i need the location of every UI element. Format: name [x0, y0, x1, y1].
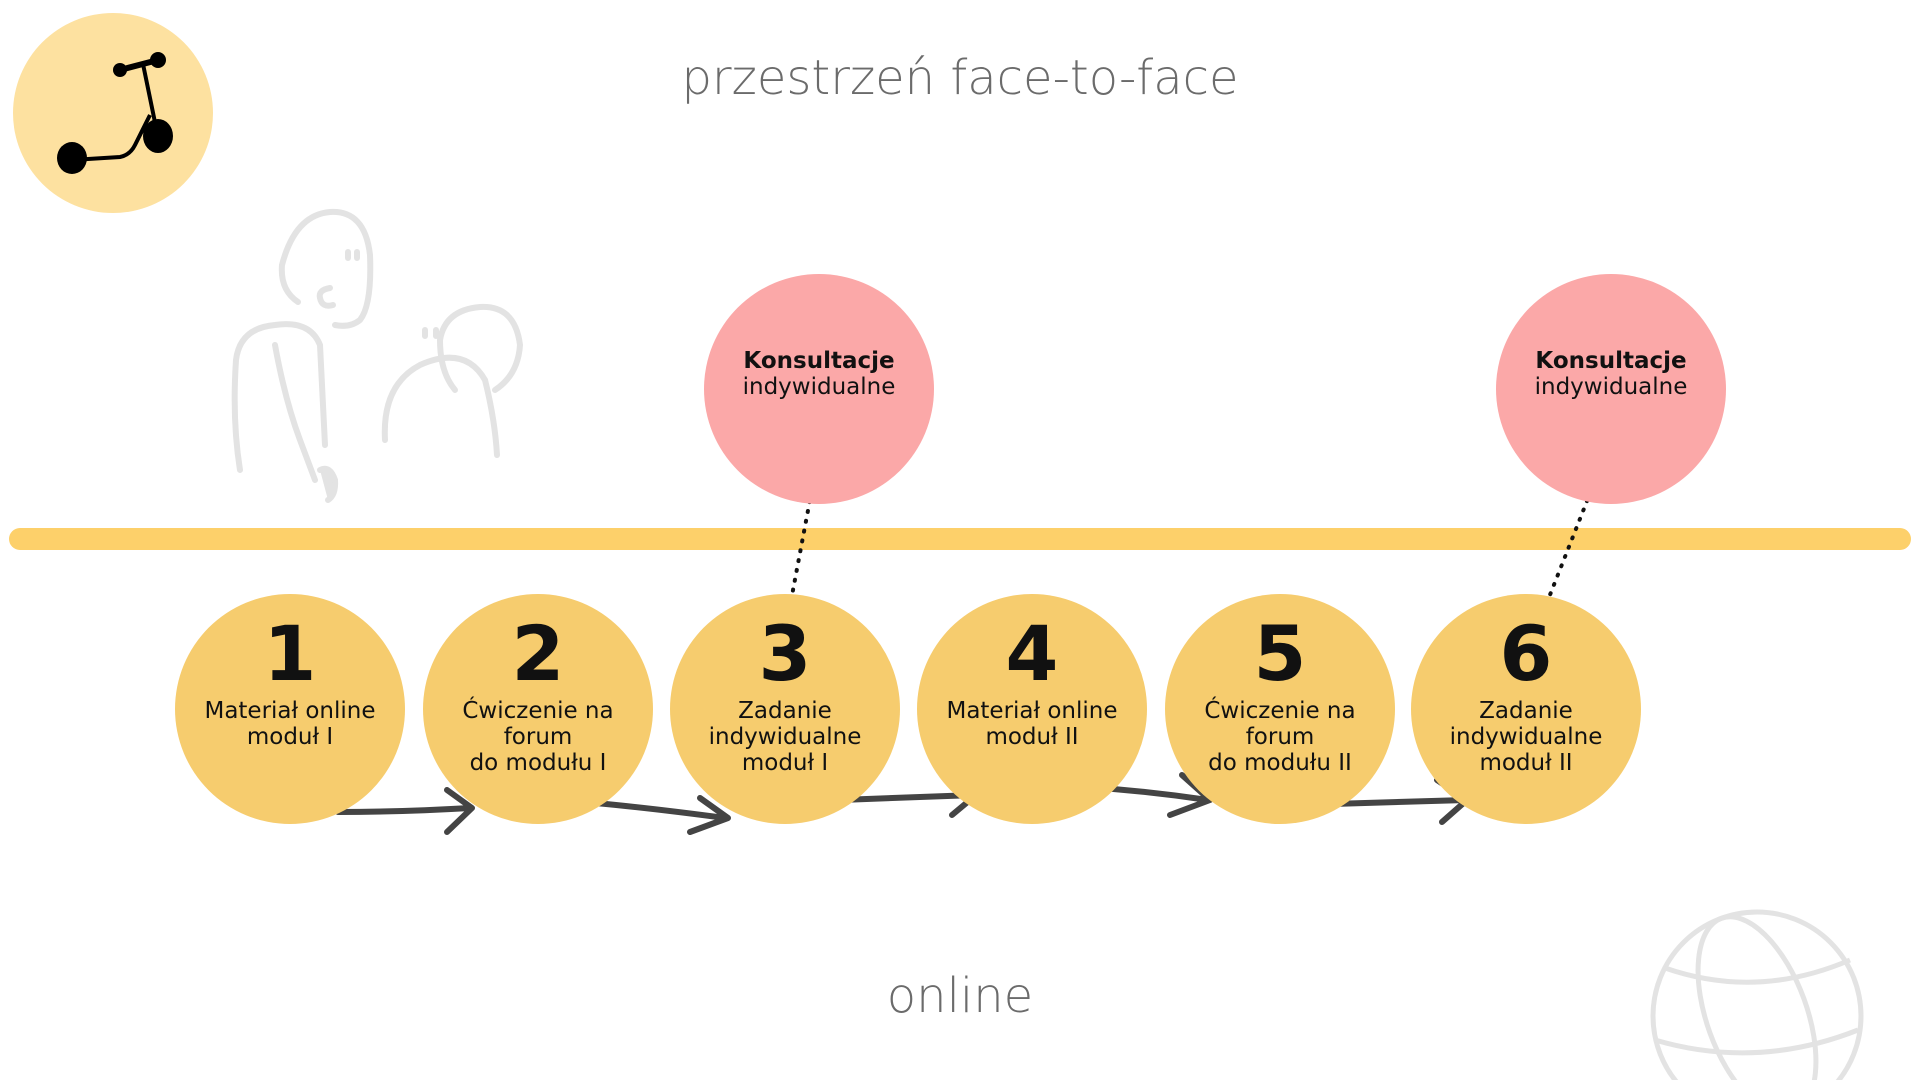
step-label-line: Materiał online	[204, 698, 376, 724]
step-label-line: moduł I	[741, 750, 829, 776]
step-label-line: indywidualne	[1449, 724, 1603, 750]
step-label-line: indywidualne	[708, 724, 862, 750]
consultation-bubble: Konsultacje indywidualne	[1496, 274, 1726, 504]
consultation-subtitle: indywidualne	[1534, 374, 1688, 400]
page-title: przestrzeń face-to-face	[681, 50, 1239, 106]
step-label-line: moduł II	[1479, 750, 1573, 776]
step-number: 6	[1499, 609, 1553, 698]
consultation-bubble: Konsultacje indywidualne	[704, 274, 934, 504]
people-icon	[231, 208, 524, 503]
step-number: 4	[1005, 609, 1059, 698]
connector-dotted	[1542, 461, 1604, 612]
step-label-line: moduł II	[985, 724, 1079, 750]
step-label-line: Ćwiczenie na forum	[1204, 698, 1356, 750]
consultation-title: Konsultacje	[743, 348, 895, 374]
step-label-line: Ćwiczenie na forum	[462, 698, 614, 750]
consultation-subtitle: indywidualne	[742, 374, 896, 400]
step-label-line: do modułu II	[1208, 750, 1352, 776]
step-number: 1	[263, 609, 317, 698]
step-label-line: do modułu I	[469, 750, 607, 776]
scooter-icon	[13, 13, 213, 213]
step-number: 2	[511, 609, 565, 698]
step-label-line: Materiał online	[946, 698, 1118, 724]
step-label-line: Zadanie	[738, 698, 832, 724]
step-label-line: moduł I	[246, 724, 334, 750]
section-label-online: online	[886, 968, 1034, 1024]
step-number: 5	[1253, 609, 1307, 698]
step-number: 3	[758, 609, 812, 698]
globe-icon	[1650, 909, 1864, 1080]
step-label-line: Zadanie	[1479, 698, 1573, 724]
consultation-title: Konsultacje	[1535, 348, 1687, 374]
connector-dotted	[788, 450, 821, 608]
